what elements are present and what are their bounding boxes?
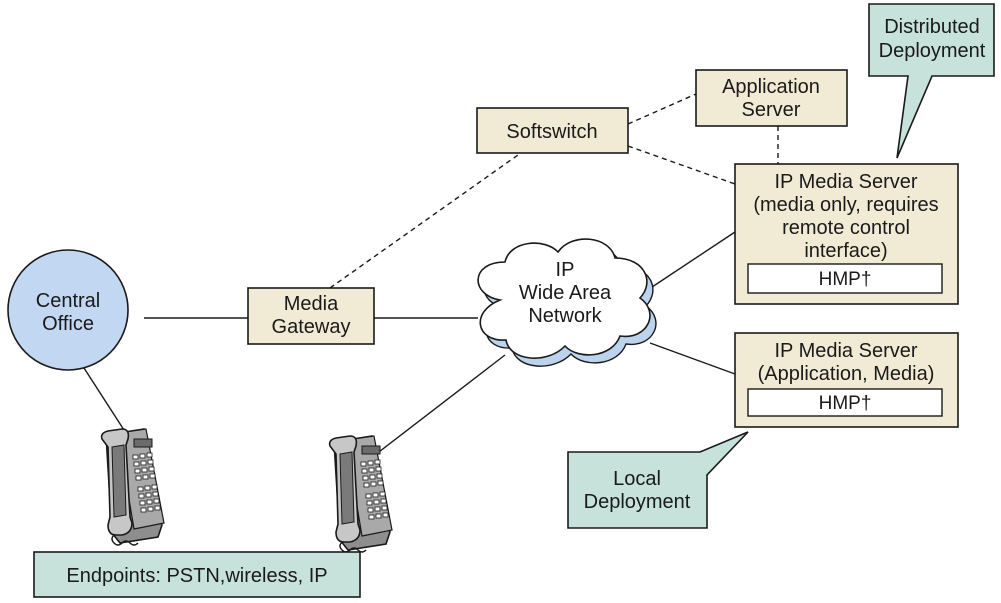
media-server-d-label-2: (media only, requires <box>753 194 938 216</box>
link-office-phone <box>83 367 125 431</box>
application-server-label-2: Server <box>742 99 801 121</box>
softswitch: Softswitch <box>476 107 629 154</box>
endpoints-label: Endpoints: PSTN,wireless, IP <box>66 565 327 587</box>
application-server: Application Server <box>695 69 848 127</box>
media-server-l-label-2: (Application, Media) <box>758 363 935 385</box>
central-office-label-1: Central <box>36 290 100 312</box>
callout-distributed-label-1: Distributed <box>884 16 980 38</box>
connections <box>83 93 779 456</box>
callout-local: Local Deployment <box>567 431 749 529</box>
media-gateway-label-2: Gateway <box>272 316 351 338</box>
central-office-label-2: Office <box>42 313 94 335</box>
media-server-l-label-1: IP Media Server <box>774 340 917 362</box>
media-server-d-label-1: IP Media Server <box>774 171 917 193</box>
hmp-label-distributed: HMP† <box>819 269 872 290</box>
media-gateway: Media Gateway <box>247 287 375 345</box>
application-server-label-1: Application <box>722 76 820 98</box>
desk-phone-icon <box>328 435 393 553</box>
link-softswitch-appserver <box>627 93 697 125</box>
media-server-d-label-3: remote control <box>782 217 910 239</box>
callout-local-label-2: Deployment <box>584 491 691 513</box>
ip-media-server-distributed: IP Media Server (media only, requires re… <box>734 163 959 305</box>
ip-wan-label-1: IP <box>556 259 575 281</box>
link-wan-server-local <box>649 342 736 375</box>
endpoints-box: Endpoints: PSTN,wireless, IP <box>33 551 361 598</box>
hmp-label-local: HMP† <box>819 393 872 414</box>
link-wan-server-distributed <box>639 231 736 296</box>
link-wan-phone <box>374 354 506 456</box>
media-gateway-label-1: Media <box>284 293 339 315</box>
softswitch-label: Softswitch <box>506 121 597 143</box>
ip-wan-label-3: Network <box>528 305 602 327</box>
callout-distributed: Distributed Deployment <box>868 3 995 159</box>
central-office: Central Office <box>7 249 129 371</box>
media-server-d-label-4: interface) <box>804 240 887 262</box>
ip-wan-label-2: Wide Area <box>519 282 612 304</box>
callout-local-label-1: Local <box>613 468 661 490</box>
desk-phone-icon <box>100 428 165 546</box>
link-softswitch-mediaserver <box>627 145 736 185</box>
link-gateway-softswitch <box>329 149 526 289</box>
ip-media-server-local: IP Media Server (Application, Media) HMP… <box>734 332 959 428</box>
callout-distributed-label-2: Deployment <box>879 40 986 62</box>
ip-wan-cloud: IP Wide Area Network <box>477 238 657 367</box>
